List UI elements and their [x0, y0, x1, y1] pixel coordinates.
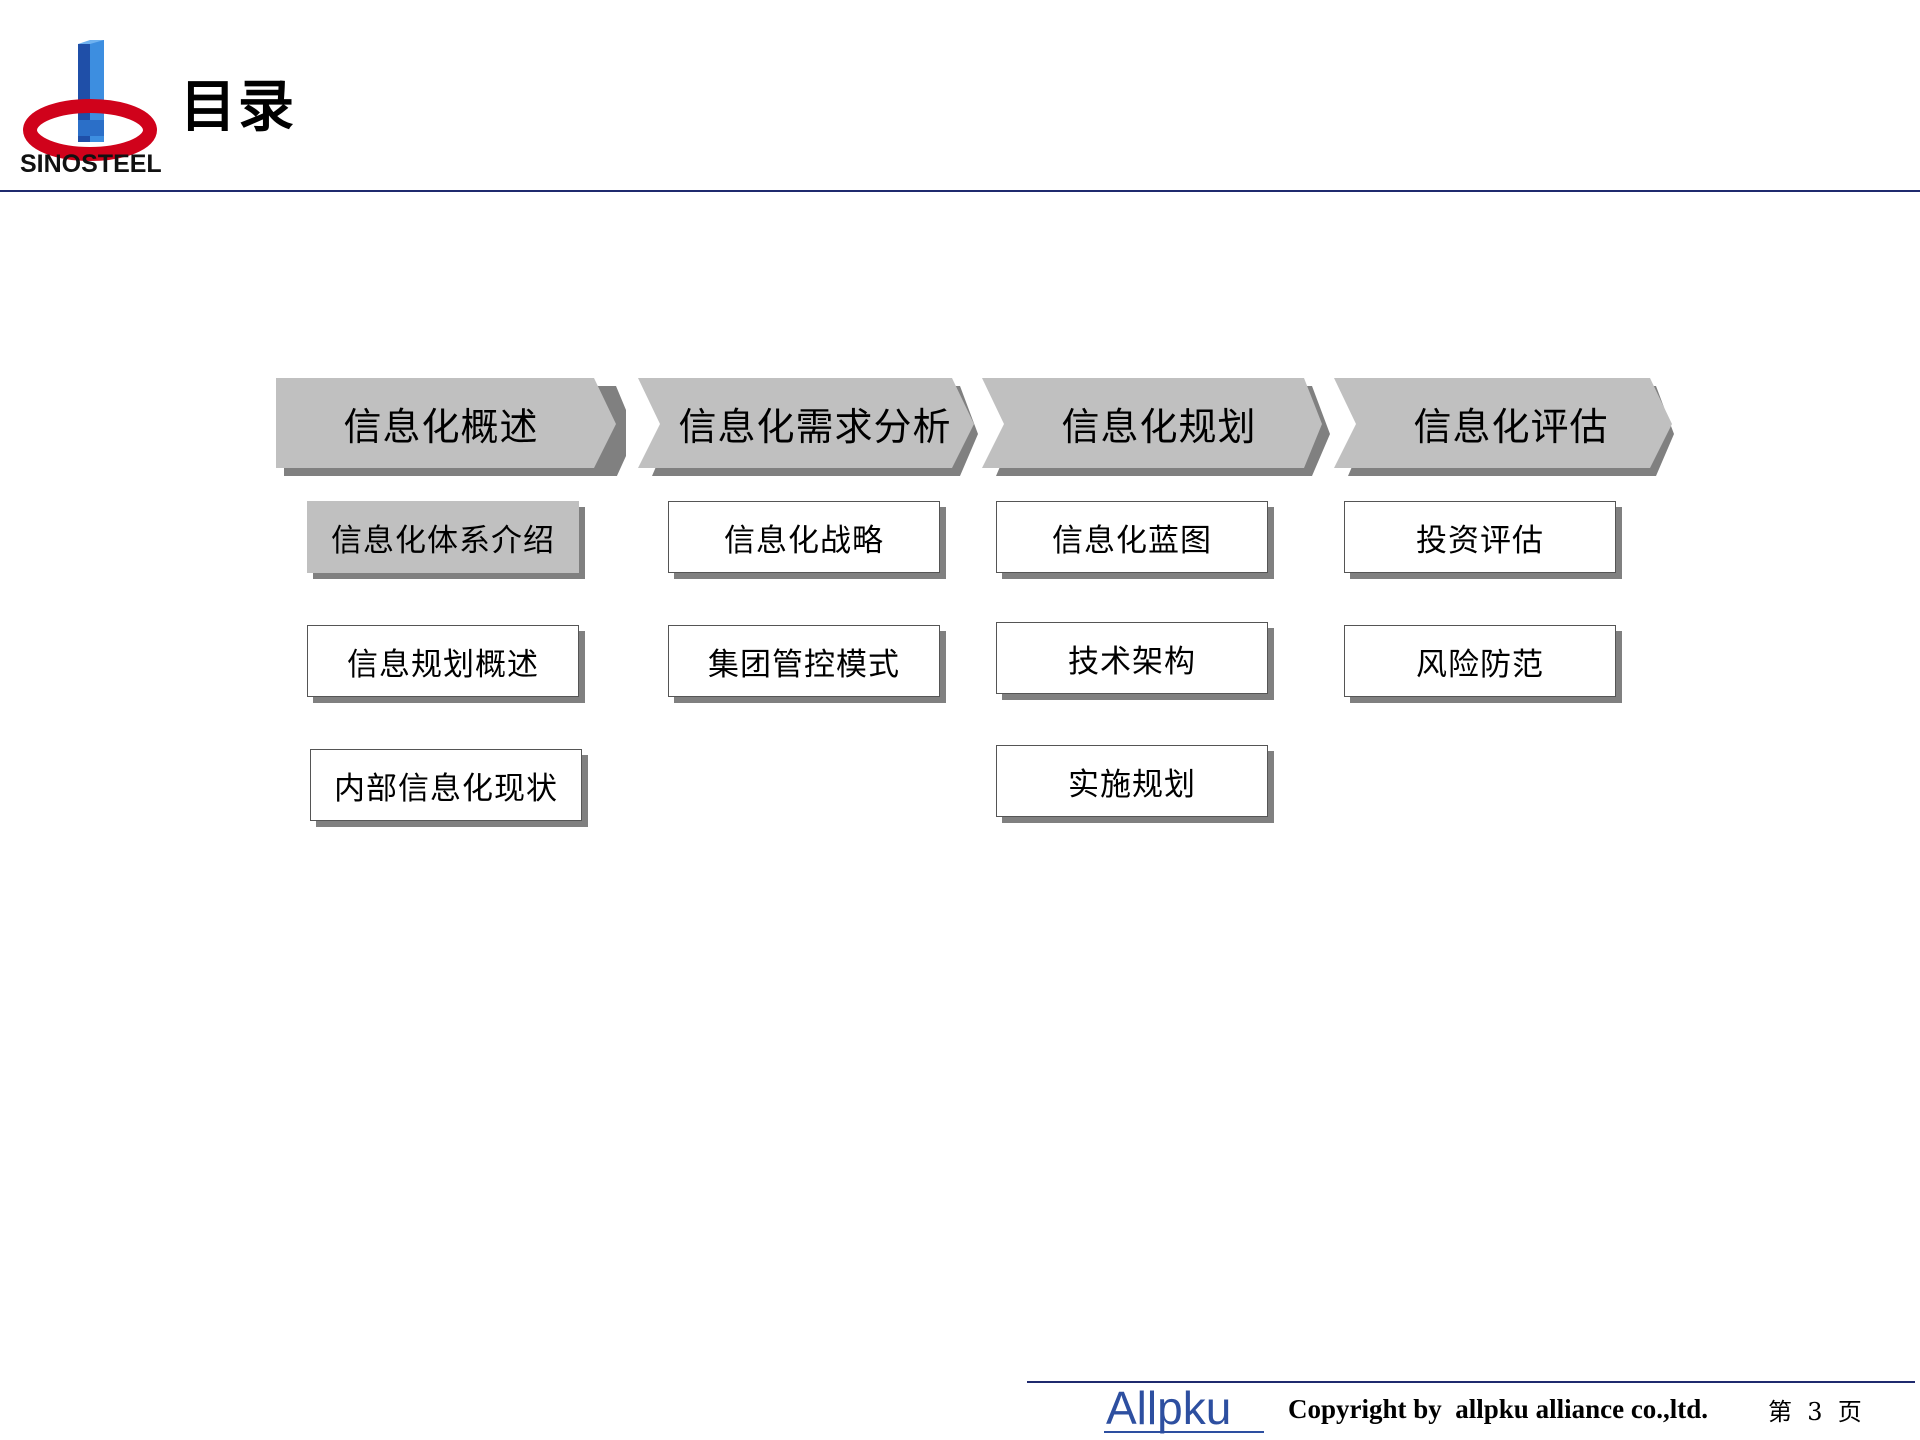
menu-item-requirements-strategy[interactable]: 信息化战略 — [668, 501, 940, 573]
section-label: 信息化规划 — [1061, 404, 1257, 449]
menu-item-overview-status[interactable]: 内部信息化现状 — [310, 749, 582, 821]
logo-text: SINOSTEEL — [20, 150, 162, 178]
page-number: 第 3 页 — [1768, 1398, 1862, 1426]
menu-item-evaluation-investment[interactable]: 投资评估 — [1344, 501, 1616, 573]
menu-item-planning-blueprint[interactable]: 信息化蓝图 — [996, 501, 1268, 573]
section-label: 信息化概述 — [343, 404, 539, 449]
chevron-shape — [982, 378, 1330, 476]
section-header-evaluation[interactable]: 信息化评估 — [1334, 378, 1684, 476]
page-title: 目录 — [180, 75, 296, 140]
menu-item-overview-system[interactable]: 信息化体系介绍 — [307, 501, 579, 573]
copyright-text: Copyright by allpku alliance co.,ltd. — [1288, 1394, 1709, 1424]
menu-item-planning-implementation[interactable]: 实施规划 — [996, 745, 1268, 817]
chevron-shape — [276, 378, 626, 476]
header-divider — [0, 190, 1920, 192]
chevron-shape — [1334, 378, 1674, 476]
menu-item-overview-planning[interactable]: 信息规划概述 — [307, 625, 579, 697]
menu-item-requirements-control[interactable]: 集团管控模式 — [668, 625, 940, 697]
menu-item-evaluation-risk[interactable]: 风险防范 — [1344, 625, 1616, 697]
sinosteel-logo: SINOSTEEL — [18, 38, 162, 180]
section-header-requirements[interactable]: 信息化需求分析 — [638, 378, 988, 476]
menu-item-planning-architecture[interactable]: 技术架构 — [996, 622, 1268, 694]
allpku-logo: Allpku — [1104, 1382, 1264, 1436]
footer-divider — [1027, 1381, 1915, 1383]
section-label: 信息化评估 — [1413, 404, 1609, 449]
section-label: 信息化需求分析 — [678, 404, 952, 449]
section-header-planning[interactable]: 信息化规划 — [982, 378, 1332, 476]
chevron-shape — [638, 378, 978, 476]
svg-text:Allpku: Allpku — [1106, 1384, 1231, 1434]
section-header-overview[interactable]: 信息化概述 — [276, 378, 626, 476]
